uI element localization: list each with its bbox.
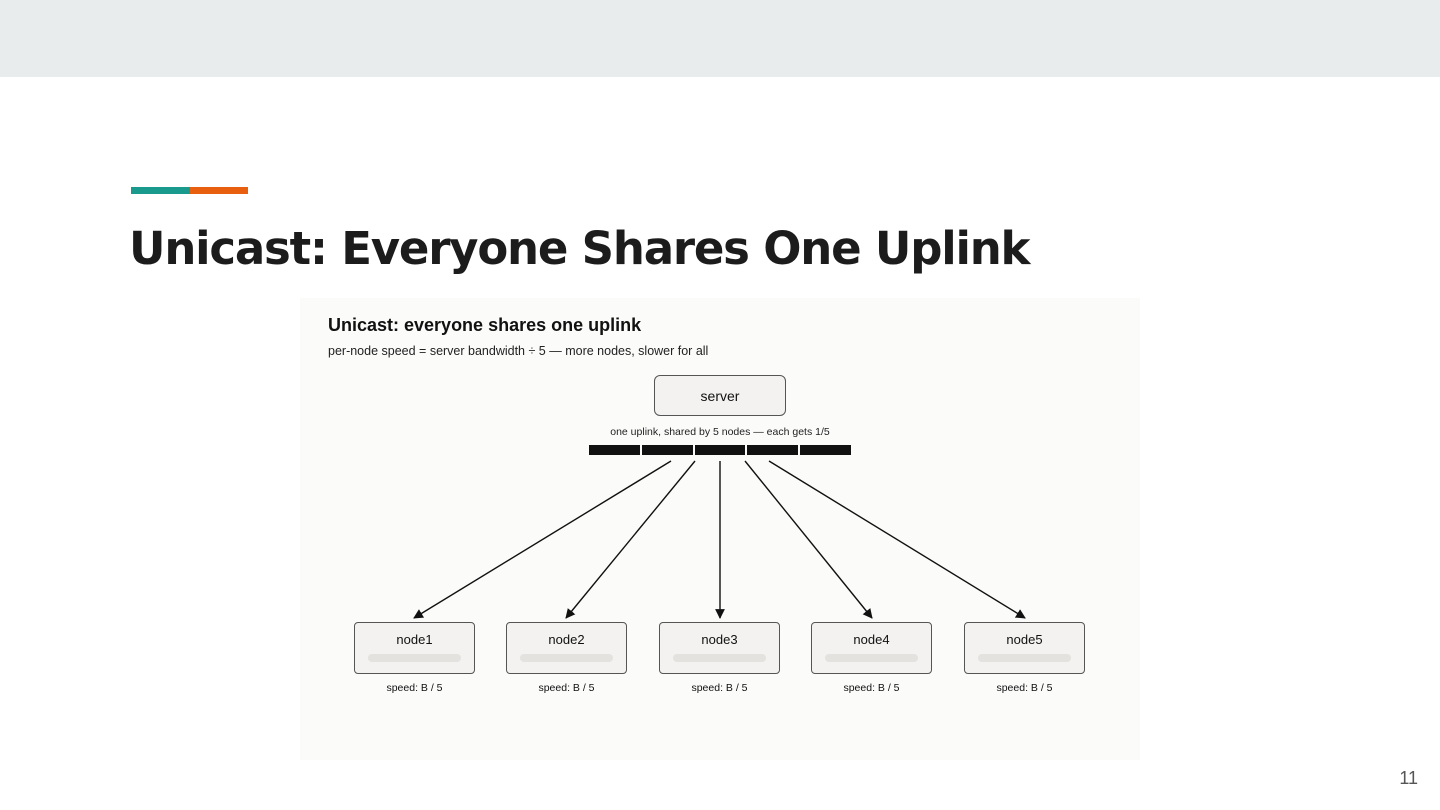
uplink-segment	[800, 445, 851, 455]
node-speed-track	[825, 654, 918, 662]
node-speed: speed: B / 5	[691, 682, 748, 694]
uplink-label: one uplink, shared by 5 nodes — each get…	[610, 426, 830, 438]
server-node: server	[654, 375, 786, 416]
node-speed-track	[978, 654, 1071, 662]
node-speed-track	[673, 654, 766, 662]
link-arrow-5	[768, 460, 1026, 619]
uplink-segment	[747, 445, 799, 455]
node-speed: speed: B / 5	[386, 682, 443, 694]
node-box-5: node5	[964, 622, 1085, 674]
node-speed-track	[520, 654, 613, 662]
uplink-segment	[641, 445, 693, 455]
node-box-3: node3	[659, 622, 780, 674]
node-speed: speed: B / 5	[843, 682, 900, 694]
node-label: node3	[701, 632, 738, 647]
link-arrow-1	[413, 460, 672, 619]
link-arrow-4	[744, 460, 873, 619]
node-box-1: node1	[354, 622, 475, 674]
uplink-segment	[694, 445, 746, 455]
server-label: server	[700, 387, 740, 404]
node-label: node5	[1006, 632, 1043, 647]
diagram-subtitle: per-node speed = server bandwidth ÷ 5 — …	[328, 344, 709, 358]
uplink-segment	[589, 445, 640, 455]
node-label: node1	[396, 632, 433, 647]
node-label: node2	[548, 632, 585, 647]
node-speed-track	[368, 654, 461, 662]
diagram-title: Unicast: everyone shares one uplink	[328, 315, 642, 335]
node-box-2: node2	[506, 622, 627, 674]
node-speed: speed: B / 5	[538, 682, 595, 694]
accent-bar-teal	[131, 187, 190, 194]
page-number: 11	[1399, 768, 1418, 788]
uplink-bar	[589, 445, 851, 455]
top-band	[0, 0, 1440, 77]
slide-title: Unicast: Everyone Shares One Uplink	[129, 222, 1030, 275]
link-arrows	[413, 460, 1026, 619]
accent-bar-orange	[190, 187, 248, 194]
unicast-diagram: Unicast: everyone shares one uplink per-…	[300, 298, 1140, 760]
link-arrow-2	[565, 460, 696, 619]
node-box-4: node4	[811, 622, 932, 674]
node-speed: speed: B / 5	[996, 682, 1053, 694]
node-label: node4	[853, 632, 890, 647]
